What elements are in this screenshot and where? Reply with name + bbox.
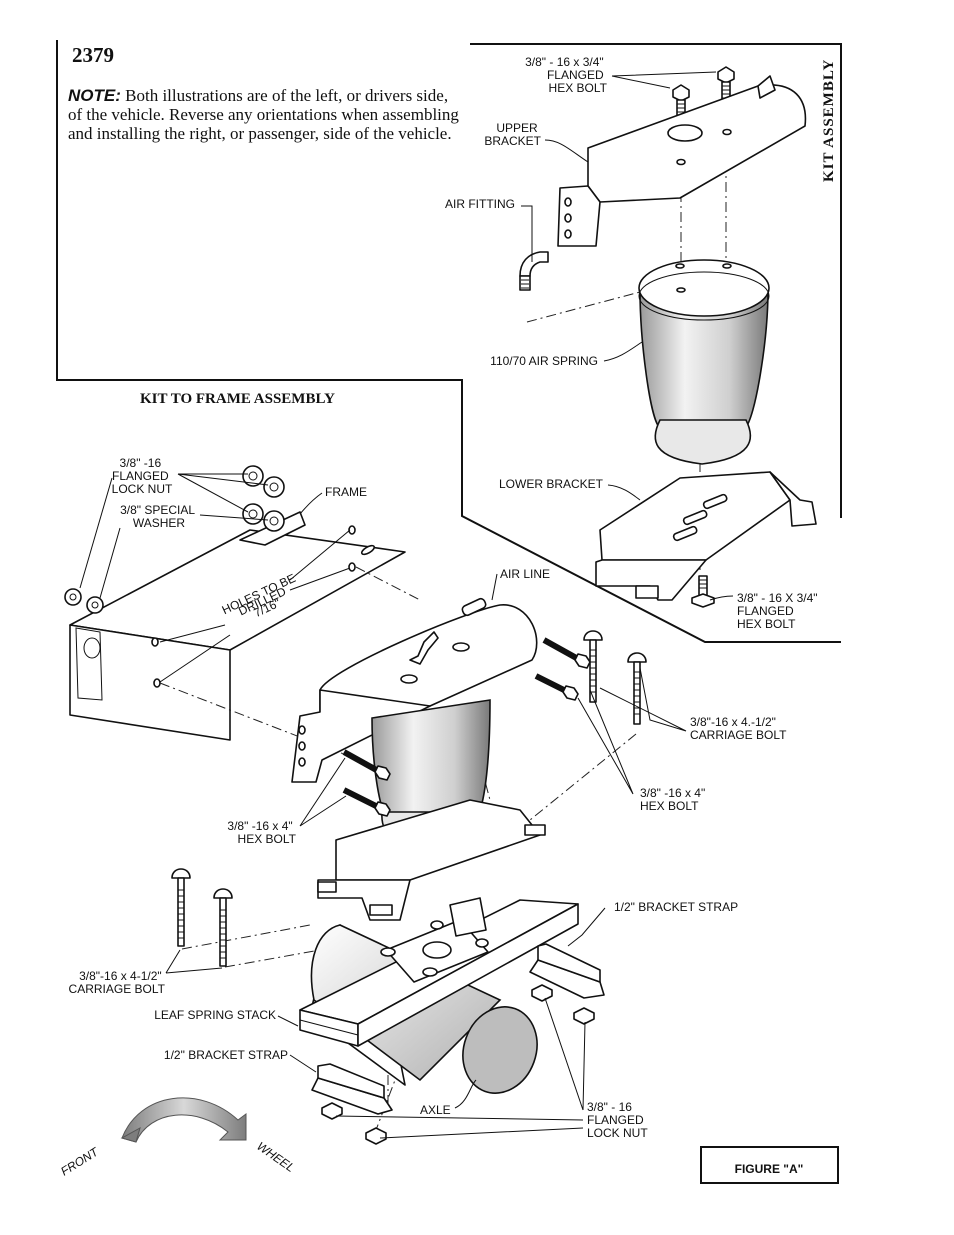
label-axle: AXLE (420, 1103, 451, 1117)
lower-bracket (595, 471, 817, 601)
flanged-hex-bolt (672, 84, 690, 121)
special-washer (263, 510, 285, 532)
assembly-note: NOTE: Both illustrations are of the left… (68, 86, 460, 143)
panel-borders (56, 40, 842, 643)
flanged-lock-nut (242, 465, 264, 487)
hex-bolt (542, 637, 591, 669)
label-bracket-strap-right: 1/2" BRACKET STRAP (614, 900, 738, 914)
flanged-hex-bolt (717, 66, 735, 103)
label-direction-front: FRONT (58, 1144, 102, 1179)
flanged-lock-nut (531, 984, 553, 1002)
air-fitting (519, 251, 549, 291)
hex-bolt (342, 787, 391, 817)
label-lock-nut-top: 3/8" -16 FLANGED LOCK NUT (112, 456, 173, 496)
hex-bolt (342, 749, 391, 781)
flanged-lock-nut (64, 588, 82, 606)
kit-assembly-title: KIT ASSEMBLY (821, 59, 837, 182)
carriage-bolt (171, 868, 191, 947)
note-text: Both illustrations are of the left, or d… (68, 86, 459, 143)
label-bracket-strap-left: 1/2" BRACKET STRAP (164, 1048, 288, 1062)
carriage-bolt (213, 888, 233, 967)
label-leaf-spring: LEAF SPRING STACK (154, 1008, 276, 1022)
carriage-bolt (627, 652, 647, 725)
figure-label: FIGURE "A" (735, 1162, 804, 1176)
installed-upper-bracket (291, 597, 538, 783)
special-washer (263, 476, 285, 498)
axle-clamp-plate (380, 897, 489, 983)
label-lower-bracket: LOWER BRACKET (499, 477, 604, 491)
upper-bracket (557, 75, 807, 247)
label-air-spring: 110/70 AIR SPRING (490, 354, 598, 368)
air-spring (638, 259, 770, 465)
special-washer (86, 596, 104, 614)
flanged-lock-nut (321, 1102, 343, 1120)
hex-bolt (534, 673, 579, 701)
kit-assembly-drawing (519, 66, 817, 608)
label-air-fitting: AIR FITTING (445, 197, 515, 211)
label-special-washer: 3/8" SPECIAL WASHER (120, 503, 198, 530)
label-direction-wheel: WHEEL (254, 1139, 297, 1175)
direction-arrow-icon (120, 1097, 247, 1143)
label-carriage-bolt-right: 3/8"-16 x 4.-1/2" CARRIAGE BOLT (690, 715, 787, 742)
frame-rail (69, 511, 406, 741)
label-top-bolt: 3/8" - 16 x 3/4" FLANGED HEX BOLT (525, 55, 608, 95)
carriage-bolt (583, 630, 603, 703)
label-lock-nut-bottom: 3/8" - 16 FLANGED LOCK NUT (587, 1100, 648, 1140)
bracket-strap (529, 943, 605, 999)
flanged-lock-nut (573, 1007, 595, 1025)
label-carriage-bolt-left: 3/8"-16 x 4-1/2" CARRIAGE BOLT (69, 969, 166, 996)
label-air-line: AIR LINE (500, 567, 550, 581)
installed-lower-bracket (317, 799, 546, 921)
label-frame: FRAME (325, 485, 367, 499)
flanged-lock-nut (365, 1127, 387, 1145)
frame-assembly-title: KIT TO FRAME ASSEMBLY (140, 391, 335, 407)
frame-assembly-drawing (64, 465, 647, 1145)
kit-assembly-labels: 3/8" - 16 x 3/4" FLANGED HEX BOLT UPPER … (445, 55, 821, 631)
flanged-hex-bolt (691, 575, 715, 608)
flanged-lock-nut (242, 503, 264, 525)
bracket-strap (311, 1063, 393, 1115)
leader-lines (79, 71, 734, 1139)
part-number: 2379 (72, 43, 114, 67)
label-bottom-bolt: 3/8" - 16 X 3/4" FLANGED HEX BOLT (737, 591, 821, 631)
label-upper-bracket: UPPER BRACKET (484, 121, 541, 148)
label-hex-bolt-right: 3/8" -16 x 4" HEX BOLT (640, 786, 709, 813)
figure-label-box: FIGURE "A" (700, 1146, 839, 1184)
label-hex-bolt-left: 3/8" -16 x 4" HEX BOLT (227, 819, 296, 846)
note-label: NOTE: (68, 86, 121, 105)
